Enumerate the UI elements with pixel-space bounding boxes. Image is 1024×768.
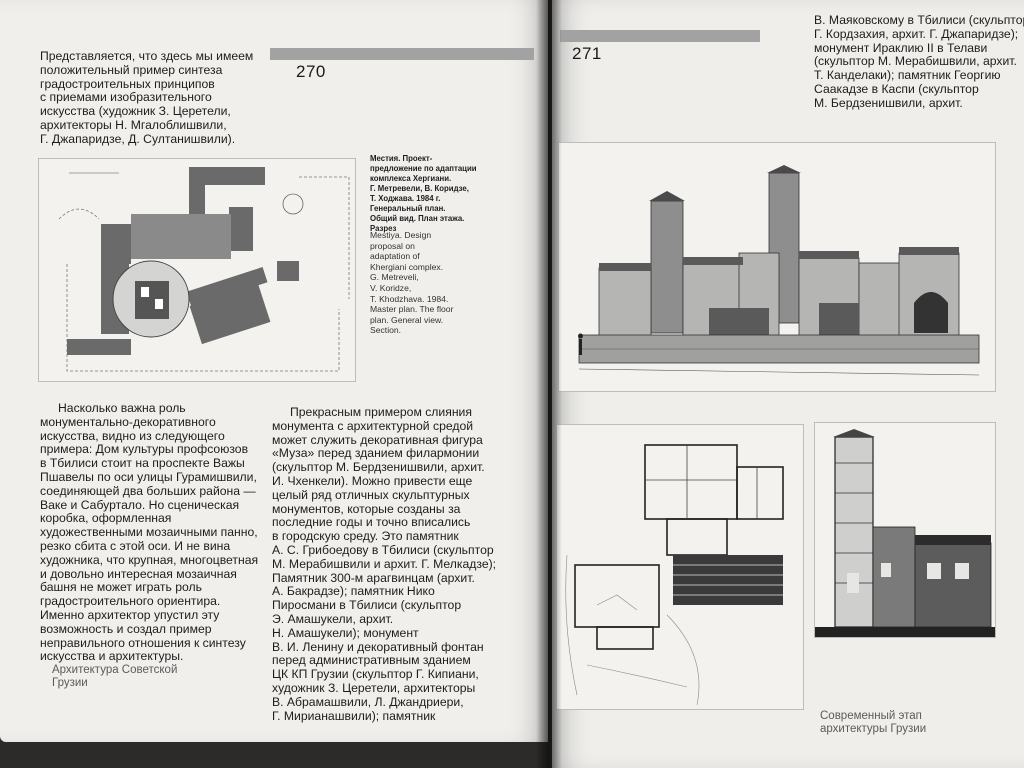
floor-plan-figure	[556, 424, 804, 710]
left-page: 270 Представляется, что здесь мы имеем п…	[0, 0, 548, 742]
running-footer-right: Современный этап архитектуры Грузии	[820, 710, 927, 735]
caption-english: Mestiya. Design proposal on adaptation o…	[370, 230, 454, 336]
intro-paragraph: Представляется, что здесь мы имеем полож…	[40, 49, 254, 146]
book-gutter	[536, 0, 562, 768]
body-column-1: Насколько важна роль монументально-декор…	[40, 401, 259, 664]
continuation-paragraph: В. Маяковскому в Тбилиси (скульптор Г. К…	[814, 13, 1024, 110]
page-header-bar	[560, 30, 760, 42]
master-plan-figure	[38, 158, 356, 382]
caption-russian: Местия. Проект- предложение по адаптации…	[370, 154, 477, 233]
body-column-2: Прекрасным примером слияния монумента с …	[272, 405, 497, 723]
page-number: 270	[296, 62, 326, 81]
page-number: 271	[572, 44, 602, 63]
section-figure	[814, 422, 996, 638]
general-view-figure	[558, 142, 996, 392]
page-header-bar	[270, 48, 534, 60]
right-page: 271 В. Маяковскому в Тбилиси (скульптор …	[552, 0, 1024, 768]
running-footer-left: Архитектура Советской Грузии	[52, 664, 178, 689]
